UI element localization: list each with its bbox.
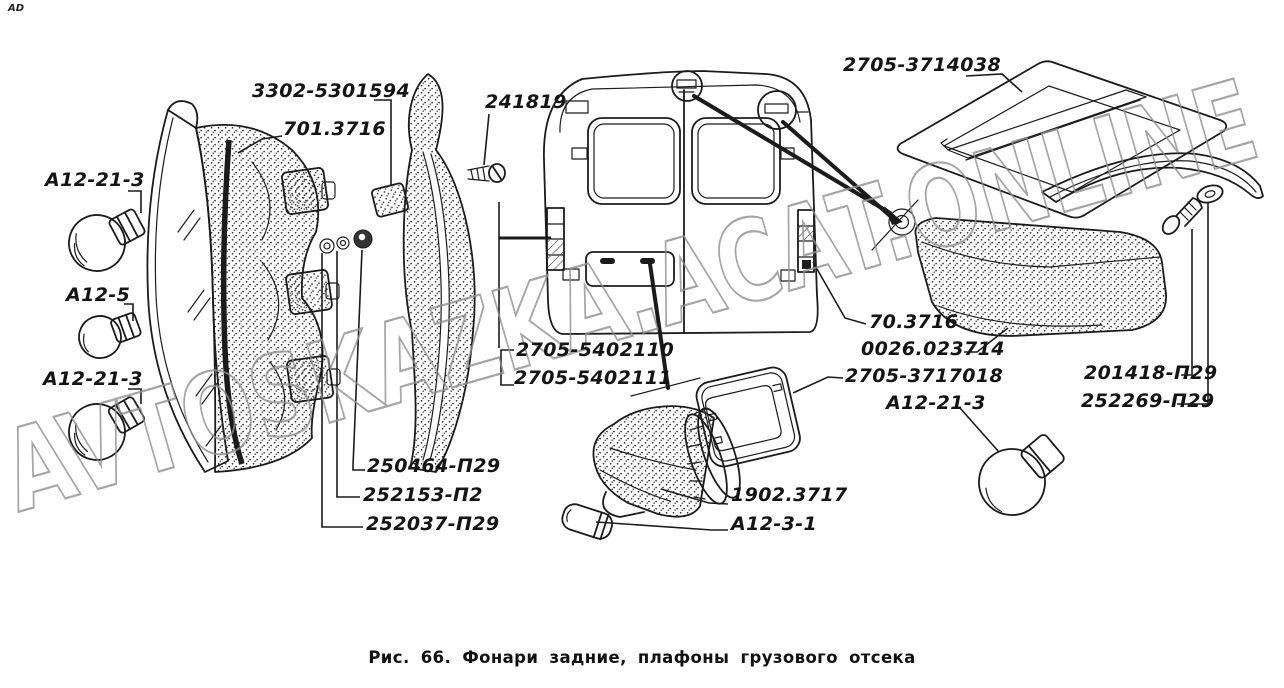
roof-detail-circle-center <box>671 70 703 102</box>
plafond-washer <box>1196 184 1224 204</box>
part-label-2705-5402110: 2705-5402110 <box>516 339 675 361</box>
figure-caption: Рис. 66. Фонари задние, плафоны грузовог… <box>368 648 916 667</box>
bulb-a12-21-3-top <box>68 208 146 272</box>
page-corner-mark: AD <box>8 3 25 14</box>
cargo-lamp-body <box>592 405 741 518</box>
part-label-252153-p2: 252153-П2 <box>363 484 483 506</box>
plafond-grommet <box>871 199 919 251</box>
part-label-0026-023714: 0026.023714 <box>861 338 1005 360</box>
pillar-bracket <box>402 73 476 473</box>
plafond-base <box>914 217 1167 337</box>
part-label-a12-3-1: А12-3-1 <box>731 513 818 535</box>
plafond-assembly <box>871 60 1264 516</box>
plafond-seal-strip <box>1041 152 1264 203</box>
bulb-a12-5 <box>78 312 142 359</box>
screw-241819 <box>467 163 506 183</box>
plafond-screw <box>1161 197 1203 235</box>
van-tail-light-right <box>797 209 815 273</box>
part-label-a12-21-3-b: А12-21-3 <box>43 368 143 390</box>
part-label-201418-p29: 201418-П29 <box>1084 362 1218 384</box>
part-label-252269-p29: 252269-П29 <box>1081 390 1215 412</box>
part-label-250464-p29: 250464-П29 <box>367 455 501 477</box>
part-label-70-3716: 70.3716 <box>869 311 959 333</box>
plafond-location-pointers <box>692 94 903 225</box>
leader-lines <box>124 73 1209 531</box>
part-label-701-3716: 701.3716 <box>283 118 386 140</box>
bulb-a12-3-1 <box>561 503 614 541</box>
cargo-lamp-pointer <box>648 262 670 390</box>
bulb-a12-21-3-right <box>978 434 1065 516</box>
part-label-a12-5: А12-5 <box>66 284 131 306</box>
roof-detail-circle-corner <box>757 90 809 130</box>
part-label-1902-3717: 1902.3717 <box>731 484 848 506</box>
van-rear-view <box>543 70 819 335</box>
part-label-a12-21-3-c: А12-21-3 <box>886 392 986 414</box>
part-label-252037-p29: 252037-П29 <box>366 513 500 535</box>
cargo-lamp-assembly <box>561 366 801 541</box>
part-label-a12-21-3-a: А12-21-3 <box>45 169 145 191</box>
bulb-a12-21-3-bottom <box>68 396 146 461</box>
part-label-2705-3717018: 2705-3717018 <box>845 365 1004 387</box>
part-label-2705-3714038: 2705-3714038 <box>843 54 1002 76</box>
lamp-washers <box>319 236 350 254</box>
part-label-3302-5301594: 3302-5301594 <box>252 80 411 102</box>
tail-lamp-assembly <box>146 100 350 473</box>
part-label-241819: 241819 <box>485 91 567 113</box>
part-label-2705-5402111: 2705-5402111 <box>514 367 673 389</box>
lamp-fastener <box>353 182 409 249</box>
